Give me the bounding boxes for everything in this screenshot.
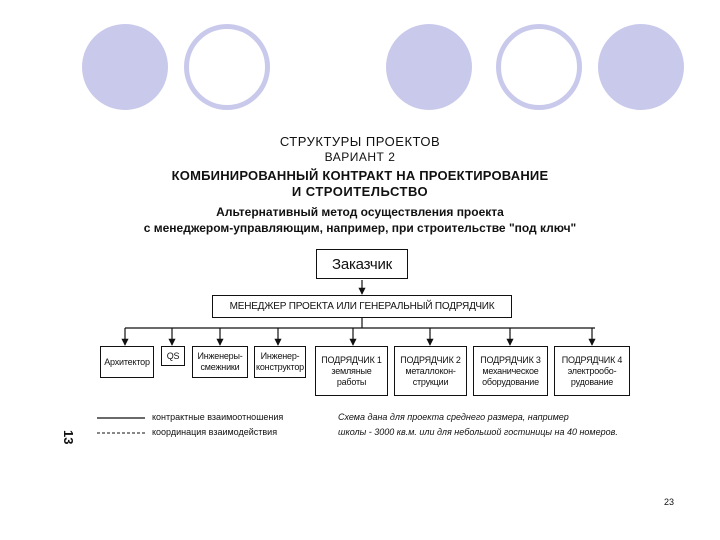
customer-box: Заказчик: [316, 249, 408, 279]
decor-circle-filled-3: [598, 24, 684, 110]
decor-circle-filled-1: [82, 24, 168, 110]
subcontractor-1-line-1: земляные: [331, 365, 372, 376]
subcontractor-4-box: ПОДРЯДЧИК 4 электрообо- рудование: [554, 346, 630, 396]
subcontractor-1-line-2: работы: [336, 376, 367, 387]
title-combined-contract: КОМБИНИРОВАННЫЙ КОНТРАКТ НА ПРОЕКТИРОВАН…: [171, 168, 549, 183]
qs-label: QS: [166, 350, 180, 361]
title-structures: СТРУКТУРЫ ПРОЕКТОВ: [279, 134, 441, 149]
manager-label: МЕНЕДЖЕР ПРОЕКТА ИЛИ ГЕНЕРАЛЬНЫЙ ПОДРЯДЧ…: [229, 301, 495, 312]
designer-label-2: конструктор: [256, 362, 304, 372]
engineers-box: Инженеры- смежники: [192, 346, 248, 378]
note-line-1: Схема дана для проекта среднего размера,…: [338, 412, 569, 422]
qs-box: QS: [161, 346, 185, 366]
subtitle-method: Альтернативный метод осуществления проек…: [216, 205, 504, 219]
customer-label: Заказчик: [331, 255, 392, 273]
subcontractor-4-line-1: электрообо-: [567, 365, 617, 376]
decor-circle-filled-2: [386, 24, 472, 110]
architect-box: Архитектор: [100, 346, 154, 378]
subcontractor-3-box: ПОДРЯДЧИК 3 механическое оборудование: [473, 346, 548, 396]
subcontractor-3-line-1: механическое: [482, 365, 539, 376]
subcontractor-2-title: ПОДРЯДЧИК 2: [400, 354, 461, 365]
subtitle-manager: с менеджером-управляющим, например, при …: [143, 221, 577, 235]
subcontractor-3-title: ПОДРЯДЧИК 3: [480, 354, 541, 365]
title-variant: ВАРИАНТ 2: [324, 150, 396, 164]
manager-box: МЕНЕДЖЕР ПРОЕКТА ИЛИ ГЕНЕРАЛЬНЫЙ ПОДРЯДЧ…: [212, 295, 512, 318]
slide-number: 23: [664, 497, 675, 507]
designer-label-1: Инженер-: [260, 351, 300, 361]
subcontractor-3-line-2: оборудование: [482, 376, 539, 387]
subcontractor-2-box: ПОДРЯДЧИК 2 металлокон- струкции: [394, 346, 467, 396]
subcontractor-1-title: ПОДРЯДЧИК 1: [321, 354, 382, 365]
subcontractor-4-title: ПОДРЯДЧИК 4: [561, 354, 623, 365]
subcontractor-4-line-2: рудование: [570, 376, 614, 387]
engineers-label-2: смежники: [200, 362, 240, 372]
note-line-2: школы - 3000 кв.м. или для небольшой гос…: [338, 427, 618, 437]
subcontractor-2-line-2: струкции: [412, 376, 449, 387]
subcontractor-2-line-1: металлокон-: [405, 365, 456, 376]
legend-dashed-label: координация взаимодействия: [152, 427, 278, 437]
architect-label: Архитектор: [104, 356, 150, 367]
subcontractor-1-box: ПОДРЯДЧИК 1 земляные работы: [315, 346, 388, 396]
legend-solid-label: контрактные взаимоотношения: [152, 412, 284, 422]
title-construction: И СТРОИТЕЛЬСТВО: [291, 184, 429, 199]
designer-box: Инженер- конструктор: [254, 346, 306, 378]
decor-circle-ring-1: [184, 24, 270, 110]
side-page-number: 13: [61, 430, 76, 445]
decor-circle-ring-2: [496, 24, 582, 110]
engineers-label-1: Инженеры-: [197, 351, 243, 361]
